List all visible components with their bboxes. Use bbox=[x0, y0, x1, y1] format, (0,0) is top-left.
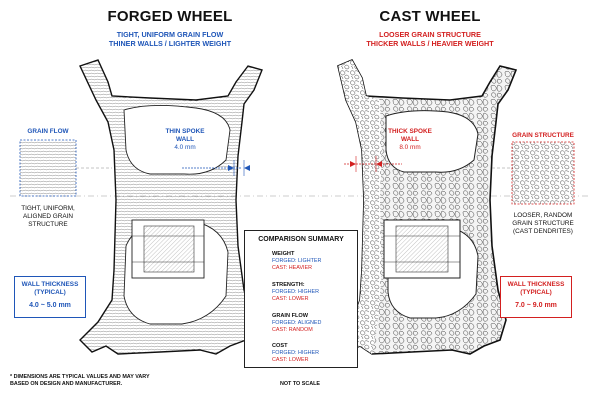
summary-row-strength: STRENGTH: FORGED: HIGHER CAST: LOWER bbox=[272, 282, 352, 303]
forged-subtitle-line-1: TIGHT, UNIFORM GRAIN FLOW bbox=[116, 30, 224, 39]
cast-spoke-value: 8.0 mm bbox=[399, 144, 421, 151]
forged-wall-thickness-box: WALL THICKNESS (TYPICAL) 4.0 ~ 5.0 mm bbox=[14, 276, 86, 318]
footnote-line-2: BASED ON DESIGN AND MANUFACTURER. bbox=[10, 381, 123, 387]
cast-subtitle-line-1: LOOSER GRAIN STRUCTURE bbox=[379, 30, 481, 39]
cast-wall-thickness-value: 7.0 ~ 9.0 mm bbox=[515, 302, 557, 309]
forged-wall-thickness-title: WALL THICKNESS (TYPICAL) bbox=[15, 281, 85, 297]
cast-wall-thickness-box: WALL THICKNESS (TYPICAL) 7.0 ~ 9.0 mm bbox=[500, 276, 572, 318]
cast-title: CAST WHEEL bbox=[379, 8, 481, 25]
summary-row-cast: CAST: LOWER bbox=[272, 296, 309, 302]
forged-wall-thickness-title-line-1: WALL THICKNESS bbox=[21, 281, 79, 288]
cast-wall-thickness-title-line-2: (TYPICAL) bbox=[520, 289, 552, 296]
footnote-line-1: * DIMENSIONS ARE TYPICAL VALUES AND MAY … bbox=[10, 374, 150, 380]
forged-grain-caption-line-1: TIGHT, UNIFORM, bbox=[21, 205, 75, 212]
cast-spoke-label: THICK SPOKE WALL 8.0 mm bbox=[380, 128, 440, 152]
forged-spoke-value: 4.0 mm bbox=[174, 144, 196, 151]
summary-row-forged: FORGED: HIGHER bbox=[272, 289, 320, 295]
cast-wheel-section bbox=[332, 58, 518, 355]
cast-grain-caption: LOOSER, RANDOM GRAIN STRUCTURE (CAST DEN… bbox=[502, 212, 584, 236]
forged-title: FORGED WHEEL bbox=[107, 8, 233, 25]
summary-row-label: WEIGHT bbox=[272, 251, 295, 257]
summary-row-weight: WEIGHT FORGED: LIGHTER CAST: HEAVIER bbox=[272, 251, 352, 272]
forged-wheel-section bbox=[79, 59, 263, 355]
comparison-summary-box: COMPARISON SUMMARY bbox=[244, 230, 358, 368]
forged-spoke-label-line-1: THIN SPOKE bbox=[165, 128, 205, 135]
summary-row-cast: CAST: LOWER bbox=[272, 357, 309, 363]
cast-grain-caption-line-3: (CAST DENDRITES) bbox=[513, 228, 573, 235]
comparison-summary-title: COMPARISON SUMMARY bbox=[258, 236, 344, 243]
forged-subtitle-line-2: THINER WALLS / LIGHTER WEIGHT bbox=[108, 39, 232, 48]
forged-grain-caption-line-3: STRUCTURE bbox=[28, 221, 68, 228]
summary-row-label: GRAIN FLOW bbox=[272, 313, 309, 319]
grain-structure-title: GRAIN STRUCTURE bbox=[506, 132, 580, 140]
forged-grain-caption: TIGHT, UNIFORM, ALIGNED GRAIN STRUCTURE bbox=[8, 205, 88, 229]
forged-wall-thickness-value: 4.0 ~ 5.0 mm bbox=[29, 302, 71, 309]
grain-structure-sample bbox=[492, 141, 575, 205]
summary-row-grain-flow: GRAIN FLOW FORGED: ALIGNED CAST: RANDOM bbox=[272, 313, 352, 334]
cast-spoke-label-line-1: THICK SPOKE bbox=[388, 128, 432, 135]
summary-row-cost: COST FORGED: HIGHER CAST: LOWER bbox=[272, 343, 352, 364]
forged-spoke-label-line-2: WALL bbox=[175, 136, 195, 143]
summary-row-forged: FORGED: ALIGNED bbox=[272, 320, 322, 326]
footnote: * DIMENSIONS ARE TYPICAL VALUES AND MAY … bbox=[10, 374, 210, 388]
grain-flow-sample bbox=[19, 139, 112, 197]
cast-wall-thickness-title-line-1: WALL THICKNESS bbox=[507, 281, 565, 288]
summary-row-cast: CAST: HEAVIER bbox=[272, 265, 313, 271]
cast-grain-caption-line-1: LOOSER, RANDOM bbox=[513, 212, 573, 219]
forged-grain-caption-line-2: ALIGNED GRAIN bbox=[22, 213, 74, 220]
summary-row-label: COST bbox=[272, 343, 288, 349]
grain-flow-title: GRAIN FLOW bbox=[14, 128, 82, 136]
summary-row-forged: FORGED: HIGHER bbox=[272, 350, 320, 356]
forged-subtitle: TIGHT, UNIFORM GRAIN FLOW THINER WALLS /… bbox=[80, 30, 260, 48]
cast-spoke-label-line-2: WALL bbox=[400, 136, 420, 143]
not-to-scale-label: NOT TO SCALE bbox=[279, 381, 321, 387]
summary-row-label: STRENGTH: bbox=[272, 282, 305, 288]
cast-wall-thickness-title: WALL THICKNESS (TYPICAL) bbox=[501, 281, 571, 297]
cast-subtitle: LOOSER GRAIN STRUCTURE THICKER WALLS / H… bbox=[345, 30, 515, 48]
cast-grain-caption-line-2: GRAIN STRUCTURE bbox=[512, 220, 574, 227]
summary-row-forged: FORGED: LIGHTER bbox=[272, 258, 322, 264]
forged-spoke-label: THIN SPOKE WALL 4.0 mm bbox=[150, 128, 220, 152]
forged-wall-thickness-title-line-2: (TYPICAL) bbox=[34, 289, 66, 296]
summary-row-cast: CAST: RANDOM bbox=[272, 327, 313, 333]
cast-subtitle-line-2: THICKER WALLS / HEAVIER WEIGHT bbox=[366, 39, 494, 48]
